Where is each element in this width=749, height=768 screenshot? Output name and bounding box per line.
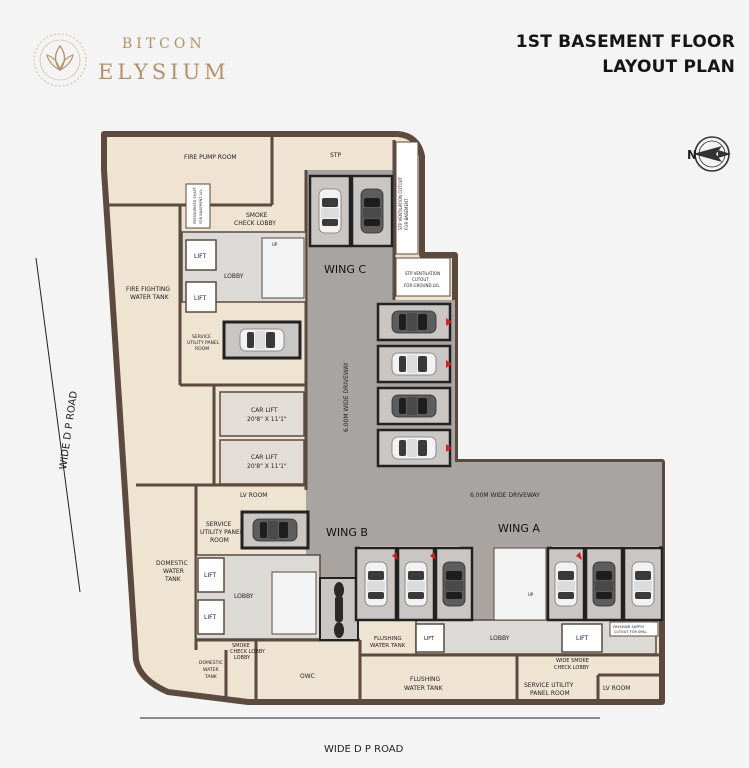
service-utility-b-3: ROOM — [210, 537, 229, 544]
wing-b-lift-1-label: LIFT — [204, 572, 216, 579]
service-utility-b-2: UTILITY PANEL — [200, 529, 244, 536]
driveway-vertical-label: 6.00M WIDE DRIVEWAY — [343, 362, 350, 432]
title-line-2: LAYOUT PLAN — [602, 57, 735, 77]
car-lift-1-label: CAR LIFT — [251, 407, 278, 414]
owc-label: OWC — [300, 673, 315, 680]
lv-room-a-label: LV ROOM — [603, 685, 631, 692]
service-utility-b-1: SERVICE — [206, 521, 232, 528]
fire-fighting-label-2: WATER TANK — [130, 294, 170, 301]
flushing-a-2: WATER TANK — [404, 685, 444, 692]
wide-smoke-2: CHECK LOBBY — [554, 665, 590, 671]
service-utility-a-2: PANEL ROOM — [530, 690, 570, 697]
stp-vent-ground-label-2: CUTOUT — [412, 277, 429, 282]
pressurised-shaft-label-2: FOR BASEMENT LVL — [199, 189, 203, 224]
car-lift-1 — [219, 391, 305, 437]
wing-c-lift-2-label: LIFT — [194, 295, 206, 302]
car-lift-2-label: CAR LIFT — [251, 454, 278, 461]
domestic-small-1: DOMESTIC — [199, 660, 223, 666]
domestic-small-2: WATER — [203, 667, 219, 673]
fresh-air-label-2: CUTOUT FOR SPAL — [614, 630, 647, 634]
compass-north-label: N — [687, 148, 697, 162]
domestic-b-2: WATER — [163, 568, 184, 575]
wing-b-lobby-label: LOBBY — [234, 593, 254, 600]
service-utility-c-2: UTILITY PANEL — [187, 340, 220, 346]
stp-vent-ground-cutout — [395, 257, 451, 297]
fire-fighting-label-1: FIRE FIGHTING — [126, 286, 170, 293]
wing-a-lobby-label: LOBBY — [490, 635, 510, 642]
stp-label: STP — [330, 152, 341, 159]
flushing-a-1: FLUSHING — [410, 676, 440, 683]
wing-a-up-label: UP — [528, 592, 534, 597]
wing-c-lift-2 — [185, 281, 217, 313]
wing-c-staircase — [261, 237, 305, 299]
wing-c-lift-1 — [185, 239, 217, 271]
wide-smoke-1: WIDE SMOKE — [556, 658, 589, 664]
brand-name-top: BITCON — [122, 36, 206, 52]
brand-name-main: ELYSIUM — [98, 60, 230, 84]
wing-b-lift-2 — [197, 599, 225, 635]
service-utility-c-1: SERVICE — [192, 334, 211, 340]
smoke-check-lobby-c-2: CHECK LOBBY — [234, 220, 276, 227]
driveway-area — [306, 170, 662, 620]
smoke-check-lobby-c-1: SMOKE — [246, 212, 268, 219]
car-lift-1-size: 20'8" X 11'1" — [247, 416, 287, 423]
domestic-b-3: TANK — [164, 576, 182, 583]
wing-a-staircase — [493, 547, 547, 621]
wing-b-lift-2-label: LIFT — [204, 614, 216, 621]
flushing-b-1: FLUSHING — [374, 636, 402, 642]
west-road-line — [35, 257, 81, 593]
stp-vent-ground-label-1: STP VENTILATION — [405, 271, 440, 276]
wing-c-lift-1-label: LIFT — [194, 253, 206, 260]
domestic-small-3: TANK — [204, 674, 218, 680]
pressurised-shaft — [185, 183, 211, 229]
wing-a-label: WING A — [498, 522, 540, 535]
driveway-horizontal-label: 6.00M WIDE DRIVEWAY — [470, 492, 540, 499]
wing-b-staircase — [271, 571, 317, 635]
service-utility-a-1: SERVICE UTILITY — [524, 682, 574, 689]
wing-c-up-label: UP — [272, 242, 278, 247]
stp-vent-ground-label-3: FOR GROUND LVL — [404, 283, 440, 288]
stp-ventilation-label-1: STP VENTILATION CUTOUT — [398, 176, 403, 230]
stp-ventilation-cutout — [395, 141, 419, 255]
flushing-b-2: WATER TANK — [370, 643, 406, 649]
wing-c-lobby-label: LOBBY — [224, 273, 244, 280]
motorbike-icon — [334, 582, 344, 638]
service-utility-c-3: ROOM — [195, 346, 209, 352]
fire-pump-room-label: FIRE PUMP ROOM — [184, 154, 237, 161]
pressurised-shaft-label-1: PRESSURISED SHAFT — [193, 186, 197, 224]
wing-a-lift-1 — [415, 623, 445, 653]
car-lift-2 — [219, 439, 305, 485]
car-lift-2-size: 20'8" X 11'1" — [247, 463, 287, 470]
wing-c-label: WING C — [324, 263, 366, 276]
title-line-1: 1ST BASEMENT FLOOR — [515, 32, 735, 52]
direction-arrows — [392, 318, 582, 560]
domestic-b-1: DOMESTIC — [156, 560, 188, 567]
wing-b-label: WING B — [326, 526, 368, 539]
wing-a-lift-2-label: LIFT — [576, 635, 588, 642]
fresh-air-label-1: FRESHAIR SUPPLY — [613, 625, 645, 629]
fresh-air-cutout — [609, 621, 659, 637]
page-title: 1ST BASEMENT FLOOR LAYOUT PLAN — [516, 30, 735, 80]
south-road-label: WIDE D P ROAD — [324, 744, 404, 755]
smoke-check-lobby-b-1: SMOKE — [232, 643, 250, 649]
west-road-label: WIDE D P ROAD — [58, 390, 80, 470]
wing-a-lift-1-label: LIFT — [424, 636, 435, 642]
wing-a-lift-2 — [561, 623, 603, 653]
stp-ventilation-label-2: FOR BASEMENT — [404, 198, 409, 230]
smoke-check-lobby-b-3: LOBBY — [234, 655, 251, 661]
compass-icon — [693, 136, 731, 172]
lotus-emblem-icon — [33, 33, 87, 87]
lv-room-b-label: LV ROOM — [240, 492, 268, 499]
wing-b-lift-1 — [197, 557, 225, 593]
smoke-check-lobby-b-2: CHECK LOBBY — [230, 649, 266, 655]
